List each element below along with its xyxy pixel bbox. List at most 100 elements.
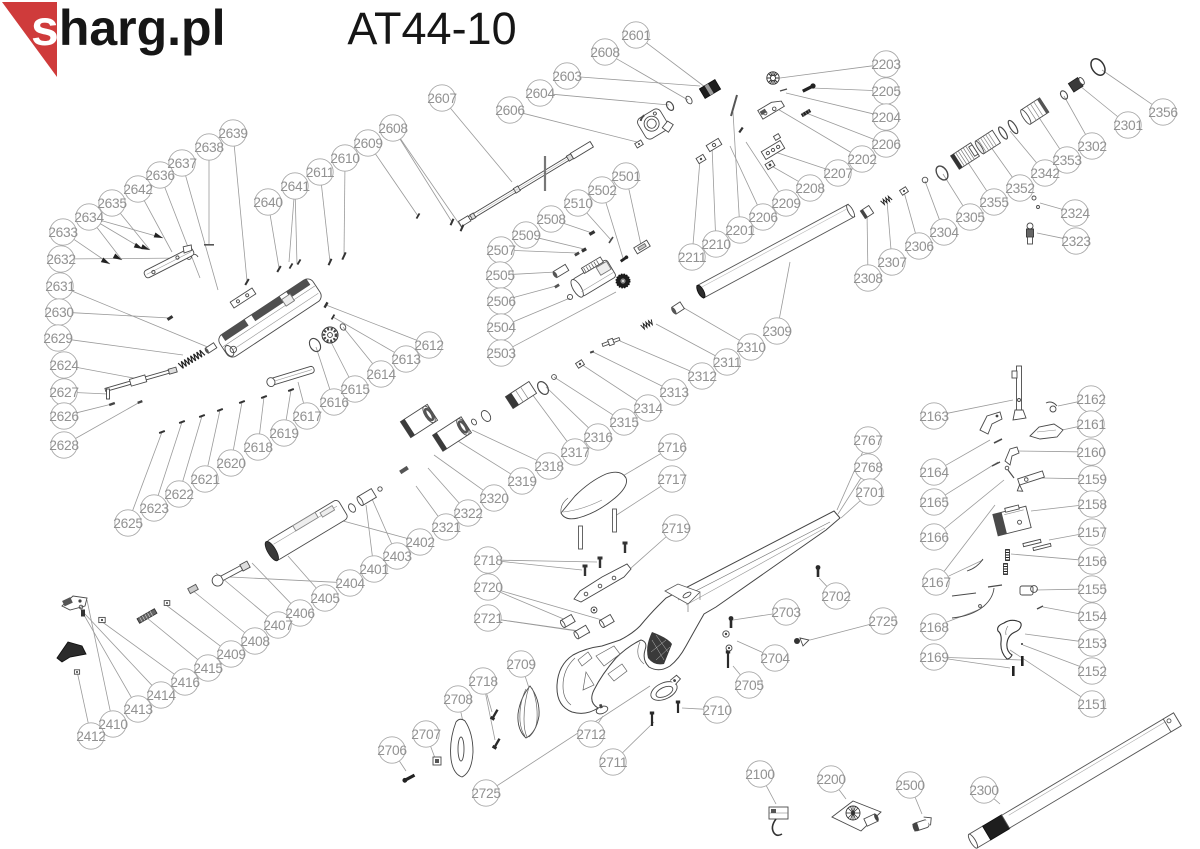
svg-text:2159: 2159 xyxy=(1077,472,1107,487)
svg-text:2156: 2156 xyxy=(1077,554,1107,569)
svg-text:2416: 2416 xyxy=(170,675,200,690)
svg-text:2608: 2608 xyxy=(590,45,620,60)
svg-text:2203: 2203 xyxy=(871,57,901,72)
svg-text:2152: 2152 xyxy=(1077,664,1107,679)
svg-text:2710: 2710 xyxy=(702,703,732,718)
svg-text:2356: 2356 xyxy=(1148,105,1178,120)
svg-text:2155: 2155 xyxy=(1077,582,1107,597)
svg-text:2611: 2611 xyxy=(306,165,334,180)
svg-text:AT44-10: AT44-10 xyxy=(347,3,516,54)
svg-text:2404: 2404 xyxy=(335,576,365,591)
svg-text:2304: 2304 xyxy=(929,225,959,240)
svg-text:2639: 2639 xyxy=(218,126,248,141)
svg-text:2154: 2154 xyxy=(1077,609,1107,624)
svg-text:2211: 2211 xyxy=(678,250,706,265)
svg-text:2206: 2206 xyxy=(748,210,778,225)
svg-text:2500: 2500 xyxy=(895,778,925,793)
svg-text:2309: 2309 xyxy=(762,324,792,339)
svg-text:2405: 2405 xyxy=(310,591,340,606)
svg-text:2707: 2707 xyxy=(411,727,441,742)
svg-text:2316: 2316 xyxy=(583,430,613,445)
svg-text:2618: 2618 xyxy=(243,440,273,455)
svg-text:2412: 2412 xyxy=(76,729,106,744)
svg-text:2168: 2168 xyxy=(919,620,949,635)
svg-text:2342: 2342 xyxy=(1030,166,1060,181)
svg-text:2502: 2502 xyxy=(587,183,617,198)
svg-text:2324: 2324 xyxy=(1060,206,1090,221)
svg-text:2100: 2100 xyxy=(745,767,775,782)
svg-text:2158: 2158 xyxy=(1077,497,1107,512)
svg-text:2706: 2706 xyxy=(377,743,407,758)
svg-text:2637: 2637 xyxy=(167,156,197,171)
svg-text:2505: 2505 xyxy=(485,268,515,283)
svg-text:2160: 2160 xyxy=(1076,445,1106,460)
svg-text:2201: 2201 xyxy=(725,223,755,238)
svg-text:2501: 2501 xyxy=(611,169,641,184)
svg-text:2619: 2619 xyxy=(269,426,299,441)
svg-text:2621: 2621 xyxy=(190,472,220,487)
svg-text:2162: 2162 xyxy=(1076,392,1106,407)
svg-text:2614: 2614 xyxy=(366,367,396,382)
svg-text:2606: 2606 xyxy=(495,103,525,118)
svg-text:2703: 2703 xyxy=(771,605,801,620)
svg-text:2624: 2624 xyxy=(49,358,79,373)
svg-text:2632: 2632 xyxy=(46,252,76,267)
svg-text:2718: 2718 xyxy=(473,553,503,568)
svg-text:2721: 2721 xyxy=(473,611,503,626)
svg-text:2403: 2403 xyxy=(382,549,412,564)
svg-text:2312: 2312 xyxy=(687,369,717,384)
svg-text:2612: 2612 xyxy=(414,338,444,353)
svg-text:2636: 2636 xyxy=(145,168,175,183)
svg-text:2307: 2307 xyxy=(877,255,907,270)
svg-text:2315: 2315 xyxy=(609,415,639,430)
svg-text:2151: 2151 xyxy=(1077,697,1107,712)
svg-text:2322: 2322 xyxy=(453,506,483,521)
svg-text:2161: 2161 xyxy=(1076,417,1106,432)
svg-text:2635: 2635 xyxy=(97,196,127,211)
svg-text:2310: 2310 xyxy=(736,340,766,355)
svg-text:2641: 2641 xyxy=(280,179,310,194)
svg-text:2504: 2504 xyxy=(486,320,516,335)
svg-text:2629: 2629 xyxy=(43,331,73,346)
svg-text:2628: 2628 xyxy=(49,438,79,453)
svg-text:2401: 2401 xyxy=(359,562,389,577)
svg-text:2317: 2317 xyxy=(560,445,590,460)
svg-text:2311: 2311 xyxy=(713,355,741,370)
svg-text:2607: 2607 xyxy=(427,91,457,106)
svg-text:2630: 2630 xyxy=(44,305,74,320)
svg-text:2506: 2506 xyxy=(486,294,516,309)
svg-text:2708: 2708 xyxy=(443,692,473,707)
svg-text:2415: 2415 xyxy=(193,661,223,676)
svg-text:2711: 2711 xyxy=(599,755,627,770)
svg-text:2207: 2207 xyxy=(823,166,853,181)
svg-text:2617: 2617 xyxy=(292,409,322,424)
svg-text:2402: 2402 xyxy=(405,535,435,550)
svg-text:2767: 2767 xyxy=(853,433,883,448)
svg-text:2167: 2167 xyxy=(921,575,951,590)
svg-text:2625: 2625 xyxy=(113,516,143,531)
svg-text:2302: 2302 xyxy=(1077,139,1107,154)
svg-text:2165: 2165 xyxy=(919,495,949,510)
svg-text:2623: 2623 xyxy=(139,501,169,516)
svg-text:2626: 2626 xyxy=(49,409,79,424)
svg-text:2205: 2205 xyxy=(871,84,901,99)
svg-text:2206: 2206 xyxy=(871,137,901,152)
svg-text:2355: 2355 xyxy=(979,195,1009,210)
svg-text:2768: 2768 xyxy=(853,460,883,475)
svg-text:2712: 2712 xyxy=(576,727,606,742)
svg-text:2157: 2157 xyxy=(1077,525,1107,540)
svg-text:2353: 2353 xyxy=(1052,153,1082,168)
svg-text:2202: 2202 xyxy=(847,152,877,167)
svg-text:2164: 2164 xyxy=(919,465,949,480)
svg-text:2406: 2406 xyxy=(285,606,315,621)
svg-text:2410: 2410 xyxy=(98,717,128,732)
svg-text:2200: 2200 xyxy=(816,772,846,787)
svg-text:2642: 2642 xyxy=(123,182,153,197)
svg-text:2413: 2413 xyxy=(123,702,153,717)
svg-text:2622: 2622 xyxy=(164,487,194,502)
svg-text:2725: 2725 xyxy=(868,614,898,629)
svg-text:2166: 2166 xyxy=(919,530,949,545)
svg-text:2414: 2414 xyxy=(146,688,176,703)
svg-text:2153: 2153 xyxy=(1077,636,1107,651)
svg-text:2608: 2608 xyxy=(378,121,408,136)
